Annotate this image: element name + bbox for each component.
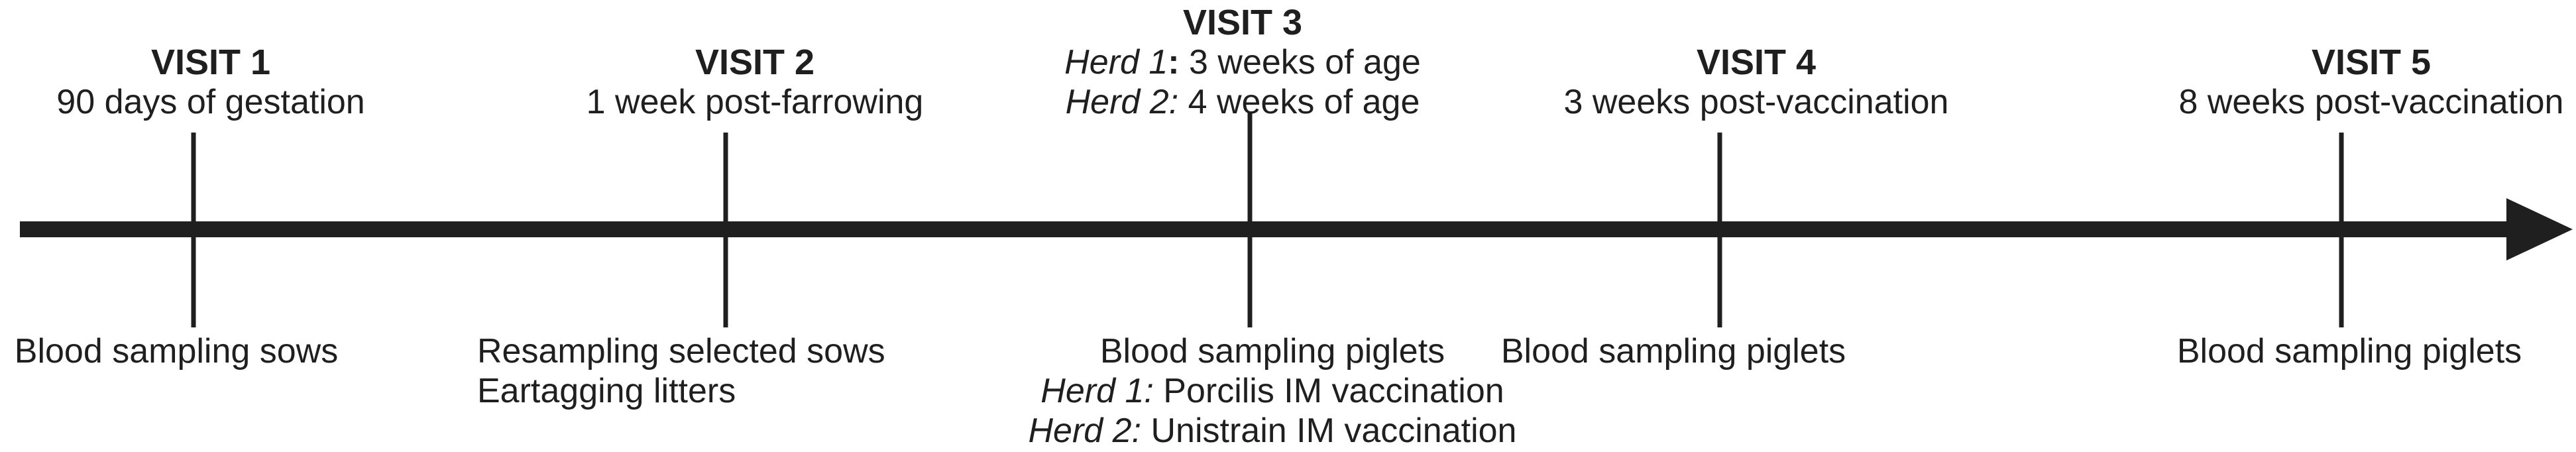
visit-3-activity-herd1: Herd 1: Porcilis IM vaccination <box>1029 371 1517 411</box>
visit-2-title: VISIT 2 <box>695 42 815 82</box>
visit-1-header: VISIT 1 90 days of gestation <box>56 42 364 122</box>
herd-2-vaccination-text: Unistrain IM vaccination <box>1141 412 1517 450</box>
visit-2-subtitle: 1 week post-farrowing <box>586 83 924 121</box>
visit-3-title: VISIT 3 <box>1182 3 1303 42</box>
visit-2-activity-line-1: Resampling selected sows <box>477 332 885 370</box>
visit-5-activity: Blood sampling piglets <box>2177 331 2522 371</box>
visit-4-header: VISIT 4 3 weeks post-vaccination <box>1564 42 1949 122</box>
visit-2-tick <box>723 133 728 327</box>
visit-5-title: VISIT 5 <box>2311 42 2432 82</box>
visit-3-activity-herd2: Herd 2: Unistrain IM vaccination <box>1029 411 1517 451</box>
visit-3-header: VISIT 3 Herd 1: 3 weeks of age Herd 2: 4… <box>1064 3 1421 122</box>
herd-1-age-text: 3 weeks of age <box>1179 43 1421 82</box>
visit-5-tick <box>2339 133 2344 327</box>
visit-1-activity-line: Blood sampling sows <box>14 332 339 370</box>
arrowhead-icon <box>2506 198 2573 260</box>
visit-4-tick <box>1717 133 1722 327</box>
visit-3-activity: Blood sampling piglets Herd 1: Porcilis … <box>1029 331 1517 451</box>
herd-1-vaccination-text: Porcilis IM vaccination <box>1153 372 1504 410</box>
visit-2-activity-line-2: Eartagging litters <box>477 372 736 410</box>
visit-4-activity: Blood sampling piglets <box>1501 331 1846 371</box>
visit-4-subtitle: 3 weeks post-vaccination <box>1563 83 1949 121</box>
visit-4-activity-line: Blood sampling piglets <box>1500 332 1846 370</box>
herd-1-colon: : <box>1168 43 1180 82</box>
visit-1-tick <box>191 133 196 327</box>
visit-2-activity: Resampling selected sows Eartagging litt… <box>477 331 885 411</box>
herd-2-age-text: 4 weeks of age <box>1178 83 1420 121</box>
visit-3-tick <box>1247 111 1253 327</box>
visit-4-title: VISIT 4 <box>1696 42 1817 82</box>
visit-1-activity: Blood sampling sows <box>15 331 338 371</box>
visit-3-activity-line-1: Blood sampling piglets <box>1099 332 1445 370</box>
visit-3-subtitle-herd1: Herd 1: 3 weeks of age <box>1064 42 1421 82</box>
visit-2-header: VISIT 2 1 week post-farrowing <box>587 42 924 122</box>
visit-1-subtitle: 90 days of gestation <box>56 83 365 121</box>
herd-1-label: Herd 1: <box>1040 372 1154 410</box>
herd-2-label: Herd 2: <box>1065 83 1179 121</box>
visit-5-activity-line: Blood sampling piglets <box>2176 332 2522 370</box>
timeline-axis <box>20 221 2513 237</box>
herd-2-label: Herd 2: <box>1028 412 1142 450</box>
visit-3-subtitle-herd2: Herd 2: 4 weeks of age <box>1064 82 1421 122</box>
visit-5-header: VISIT 5 8 weeks post-vaccination <box>2179 42 2564 122</box>
visit-1-title: VISIT 1 <box>150 42 271 82</box>
visit-5-subtitle: 8 weeks post-vaccination <box>2178 83 2564 121</box>
herd-1-label: Herd 1 <box>1064 43 1168 82</box>
